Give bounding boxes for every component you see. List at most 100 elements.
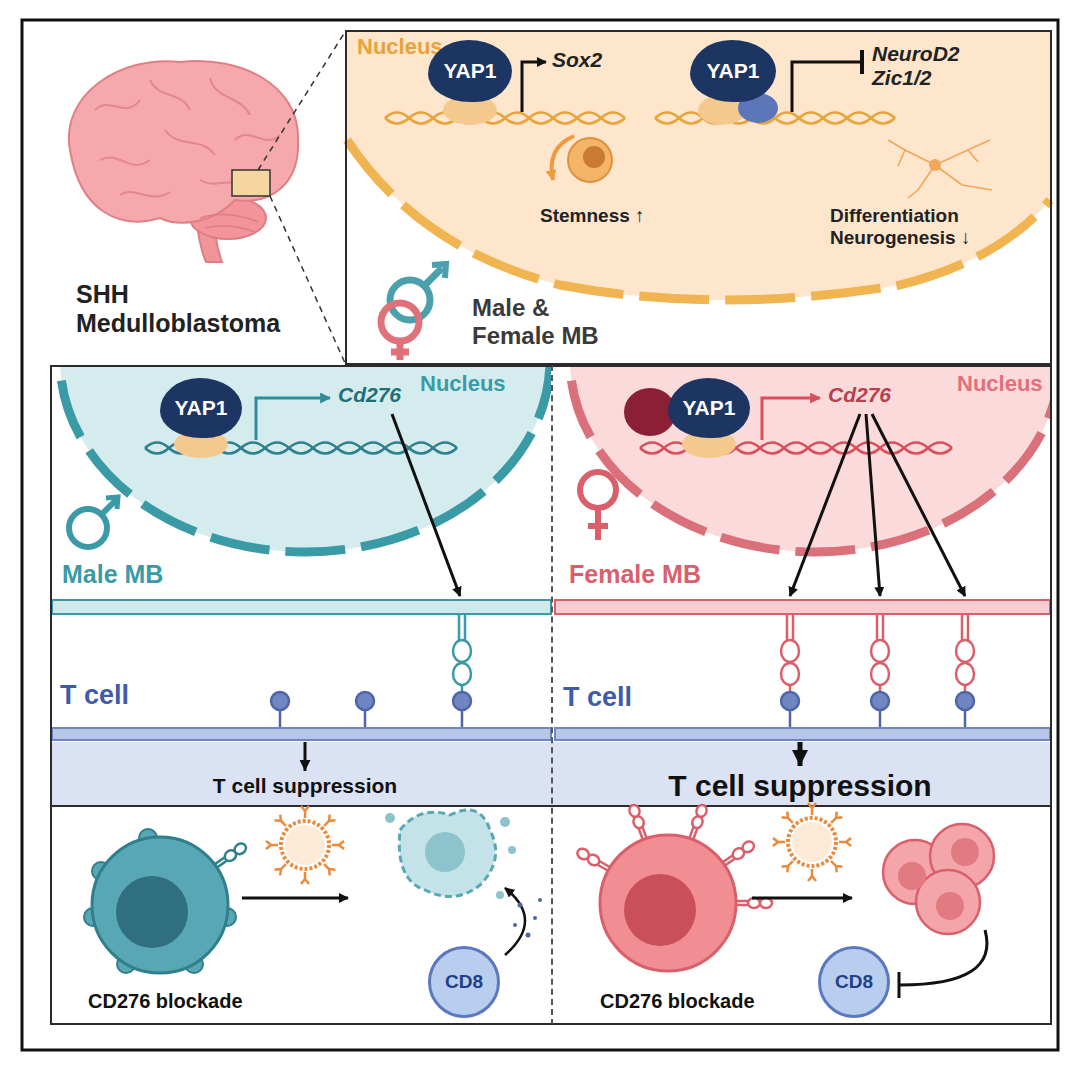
process-arrow [242, 897, 348, 900]
tumor-membrane [555, 600, 1050, 614]
node-text: Nucleus [357, 34, 443, 59]
title-label: SHH Medulloblastoma [76, 280, 326, 338]
dying-cell [399, 810, 495, 896]
dying-cell [385, 813, 395, 823]
female-panel: Female MBNucleusYAP1T cellT cell suppres… [553, 365, 1052, 1025]
node-text: Female MB [569, 560, 701, 589]
cd276-receptor [962, 614, 968, 640]
cd276-arrows [392, 414, 460, 596]
cd276-arrows [256, 398, 330, 440]
female-tumor-cell [687, 804, 709, 841]
antibody-nanoparticle [839, 838, 851, 846]
female-tumor-cell [575, 804, 772, 971]
yap1-protein: YAP1 [428, 40, 512, 102]
cd276-receptor [871, 640, 889, 662]
gene-label: Cd276 [338, 383, 401, 407]
node-text: YAP1 [444, 59, 497, 83]
cd276-receptor [871, 614, 889, 692]
yap1-protein: YAP1 [690, 40, 776, 102]
node-text: YAP1 [683, 396, 736, 420]
t-cell-receptor [356, 692, 374, 710]
brain-illustration [200, 215, 258, 232]
suppression-band: T cell suppression [650, 766, 950, 807]
antibody-nanoparticle [828, 812, 842, 826]
treatment-label: CD276 blockade [600, 990, 755, 1013]
node-text: CD8 [445, 971, 483, 993]
cd276-receptor [453, 663, 471, 685]
antibody-nanoparticle [808, 869, 816, 881]
t-cell-receptor [271, 692, 289, 710]
t-cell-membrane [52, 805, 1050, 807]
antibody-nanoparticle [788, 818, 836, 866]
gene-label: Sox2 [552, 48, 602, 72]
cd276-arrows [256, 398, 965, 596]
t-cell-region: T cell [555, 650, 1050, 742]
antibody-nanoparticle [321, 861, 335, 875]
tumor-membrane [52, 600, 551, 614]
process-label: Stemness ↑ [540, 205, 645, 227]
inhibition-line [900, 930, 987, 985]
tumor-membrane [52, 600, 1050, 614]
brain-illustration [69, 32, 345, 363]
dying-cell [385, 810, 542, 955]
neuron [888, 140, 992, 198]
antibody-nanoparticle [782, 858, 796, 872]
t-cell-membrane [555, 728, 1050, 740]
brain-illustration [69, 61, 298, 223]
gene-label: NeuroD2 Zic1/2 [872, 42, 987, 90]
antibody-nanoparticle [828, 858, 842, 872]
top-panel: Male & Female MBNucleusYAP1YAP1 [345, 30, 1052, 365]
antibody-nanoparticle [285, 825, 325, 865]
top-nucleus [347, 32, 1050, 300]
process-arrow [752, 897, 852, 900]
stem-cell [552, 136, 612, 182]
sex-symbols [106, 497, 118, 509]
cd276-receptor [781, 614, 799, 692]
antibody-nanoparticle [773, 803, 851, 881]
dna-helix [145, 443, 952, 454]
antibody-nanoparticle [332, 841, 344, 849]
dying-cell [505, 888, 525, 955]
t-cell-membrane [52, 728, 551, 740]
dying-cell [538, 898, 542, 902]
regulation-arrows [860, 50, 864, 74]
cd276-receptor [453, 614, 471, 692]
connector-arrow [304, 742, 307, 771]
nucleus-region: NucleusYAP1YAP1 [347, 32, 1050, 332]
antibody-nanoparticle [275, 815, 289, 829]
tumor-cluster [951, 838, 979, 866]
female-tumor-cell [600, 835, 736, 971]
dying-cell [500, 817, 510, 827]
cd276-receptor [956, 663, 974, 685]
top-nucleus [347, 140, 1050, 300]
dna-helix [385, 113, 625, 124]
dying-cell [496, 891, 504, 899]
cd276-arrows [762, 398, 820, 440]
t-cell-receptor [871, 692, 889, 710]
t-cell-membrane [52, 728, 1050, 806]
male-tumor-cell [92, 837, 228, 973]
process-label: Differentiation Neurogenesis ↓ [830, 205, 1030, 249]
node-text: T cell suppression [668, 769, 931, 804]
regulation-arrows [522, 62, 546, 112]
dying-cell [508, 846, 516, 854]
suppression-band: T cell suppression [195, 771, 415, 802]
antibody-nanoparticle [782, 812, 796, 826]
cd276-receptor [781, 663, 799, 685]
cd276-receptor [453, 640, 471, 662]
t-cell-receptor [280, 710, 965, 728]
female-tumor-cell [721, 839, 756, 868]
female-tumor-cell [575, 847, 611, 874]
antibody-nanoparticle [773, 838, 785, 846]
female-nucleus [570, 367, 1050, 552]
stem-cell [583, 146, 605, 168]
male-nucleus [60, 367, 550, 552]
cd276-receptor [453, 614, 974, 692]
brain-illustration [95, 78, 280, 197]
node-text: Nucleus [420, 371, 506, 396]
female-tumor-cell [628, 804, 650, 841]
antibody-nanoparticle [321, 815, 335, 829]
